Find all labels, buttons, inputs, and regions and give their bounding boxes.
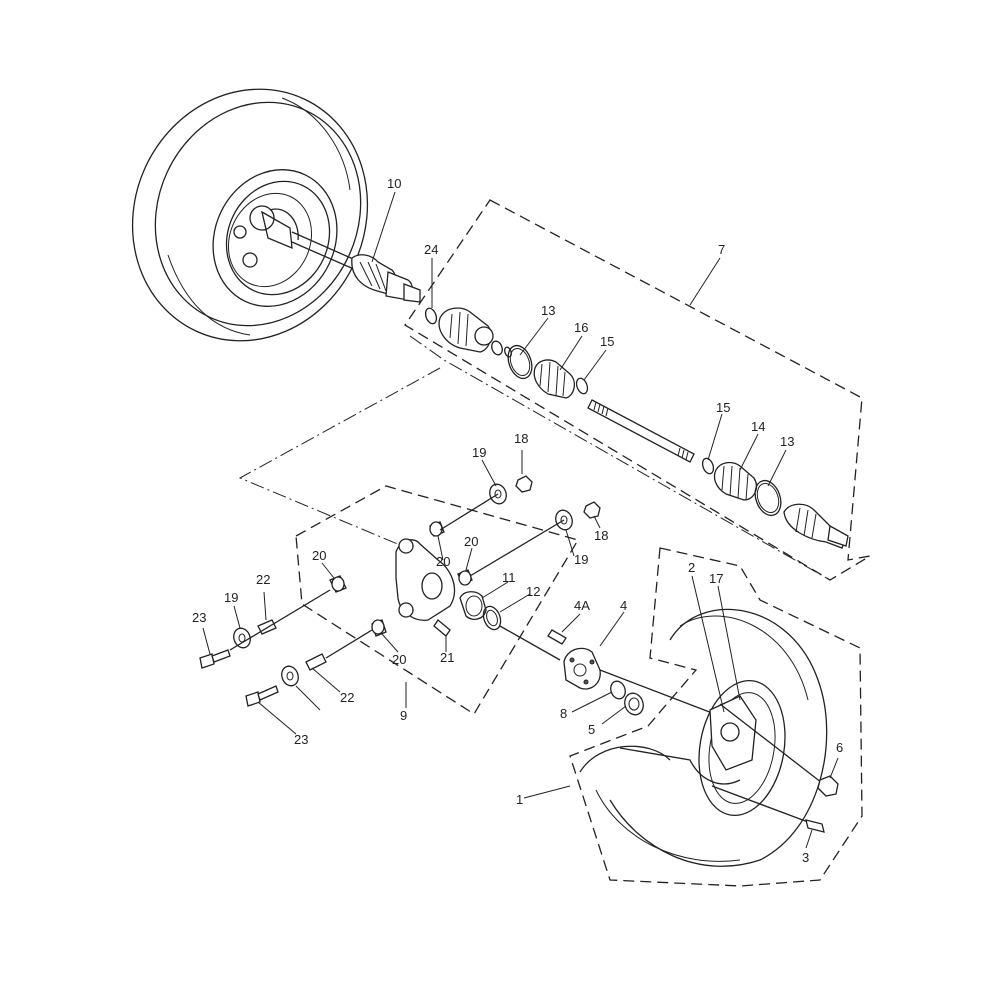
assembled-wheel [131,88,369,342]
callout-22-upper: 22 [256,572,270,587]
callout-4: 4 [620,598,627,613]
callout-11: 11 [502,570,516,585]
lower-hardware [199,589,373,707]
callout-18-upper: 18 [514,431,528,446]
knuckle-kit-boundary [295,485,579,715]
callout-13-upper: 13 [541,303,555,318]
callout-9: 9 [400,708,407,723]
callout-13-lower: 13 [780,434,794,449]
callout-20-center: 20 [436,554,450,569]
callout-20-upper: 20 [464,534,478,549]
exploded-wheel [579,608,839,867]
callout-18-lower: 18 [594,528,608,543]
shaft-kit-boundary [404,199,871,581]
callout-5: 5 [588,722,595,737]
upper-hardware [439,475,601,577]
callout-17: 17 [709,571,723,586]
knuckle-parts [329,521,502,637]
drive-shaft-assembled [291,231,421,303]
callout-7: 7 [718,242,725,257]
callout-2: 2 [688,560,695,575]
hub-parts [499,625,721,717]
callout-19-left: 19 [224,590,238,605]
assembly-boundary-left [238,367,441,546]
assembly-boundary-top [409,335,831,581]
callout-10: 10 [387,176,401,191]
callout-6: 6 [836,740,843,755]
callout-4a: 4A [574,598,590,613]
callout-19-right: 19 [574,552,588,567]
callout-1: 1 [516,792,523,807]
callout-14: 14 [751,419,765,434]
callout-23-upper: 23 [192,610,206,625]
callout-15-lower: 15 [716,400,730,415]
leader-lines [202,191,839,849]
callout-15-upper: 15 [600,334,614,349]
callout-20-left: 20 [312,548,326,563]
callout-20-lower: 20 [392,652,406,667]
callout-21: 21 [440,650,454,665]
callout-23-lower: 23 [294,732,308,747]
callout-labels: 1 2 3 4 4A 5 6 7 8 9 10 11 12 13 13 14 1… [192,176,843,865]
wheel-kit-boundary [569,547,863,887]
shaft-kit-parts [424,307,849,549]
callout-8: 8 [560,706,567,721]
callout-24: 24 [424,242,438,257]
callout-19-upper: 19 [472,445,486,460]
callout-22-lower: 22 [340,690,354,705]
callout-3: 3 [802,850,809,865]
callout-16: 16 [574,320,588,335]
callout-12: 12 [526,584,540,599]
